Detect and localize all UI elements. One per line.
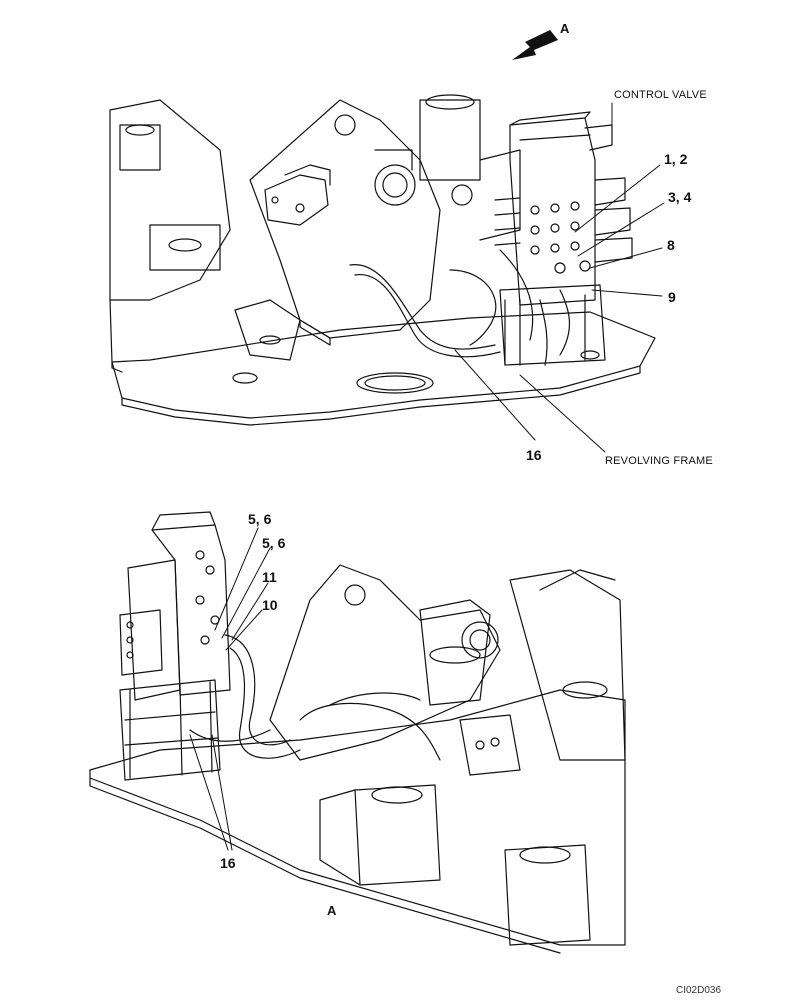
valve-support-stand-bottom [119, 679, 221, 781]
control-valve-label: CONTROL VALVE [614, 89, 707, 101]
view-a-label: A [327, 903, 337, 918]
callout-5-6-upper: 5, 6 [248, 511, 272, 527]
callout-5-6-lower: 5, 6 [262, 535, 286, 551]
callout-1-2: 1, 2 [664, 151, 688, 167]
view-arrow-label: A [560, 21, 570, 36]
hydraulic-hoses-bottom [189, 634, 441, 761]
swivel-valve-top [264, 164, 331, 226]
tank-block-top [419, 94, 521, 241]
revolving-frame-plate-top [111, 311, 656, 426]
boom-mount-bracket-bottom [269, 564, 501, 761]
callout-16-bottom: 16 [220, 855, 236, 871]
view-arrow-a [512, 30, 558, 60]
callout-11: 11 [262, 569, 277, 585]
left-frame-structure-top [109, 99, 301, 363]
drawing-code: CI02D036 [676, 985, 722, 996]
callout-8: 8 [667, 237, 675, 253]
tank-blocks-bottom [319, 784, 591, 946]
hydraulic-hoses-top [349, 249, 571, 366]
boom-mount-bracket-top [249, 99, 441, 346]
leader-lines-top [454, 102, 665, 453]
right-frame-structure-bottom [509, 569, 626, 761]
revolving-frame-label: REVOLVING FRAME [605, 455, 713, 467]
leader-lines-bottom [189, 527, 271, 851]
callout-9: 9 [668, 289, 676, 305]
control-valve-bottom [119, 511, 231, 701]
swivel-joint-bottom [419, 599, 521, 776]
revolving-frame-plate-bottom [89, 689, 626, 954]
callout-10: 10 [262, 597, 278, 613]
callout-16-top: 16 [526, 447, 542, 463]
valve-support-stand-top [499, 284, 606, 366]
control-valve-top [494, 111, 633, 306]
callout-3-4: 3, 4 [668, 189, 692, 205]
